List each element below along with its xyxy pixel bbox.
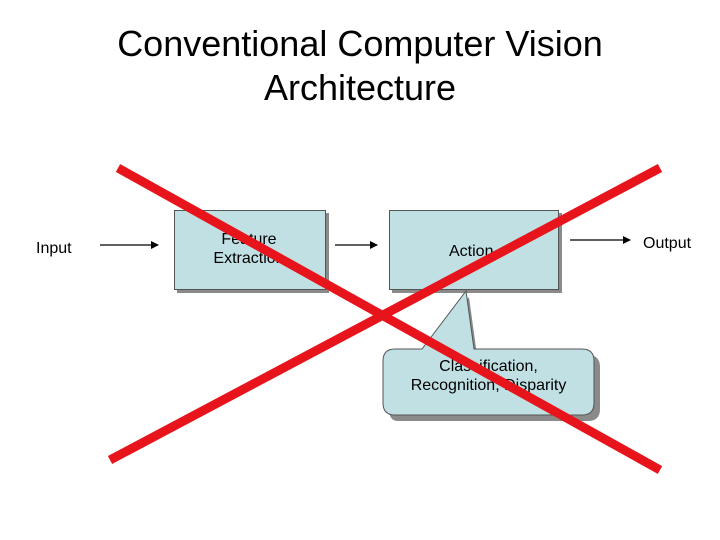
feature-extraction-box [174,210,326,290]
action-label: Action [449,243,494,260]
input-label: Input [36,240,72,257]
output-label: Output [643,235,692,252]
callout-line-2: Recognition, Disparity [410,377,567,394]
cross-stroke-1 [115,164,663,474]
slide-title: Conventional Computer Vision Architectur… [0,22,720,110]
action-box [389,210,559,290]
callout-bubble [382,289,595,416]
cross-stroke-2 [107,164,663,464]
title-line-2: Architecture [263,67,457,108]
title-line-1: Conventional Computer Vision [117,23,603,64]
